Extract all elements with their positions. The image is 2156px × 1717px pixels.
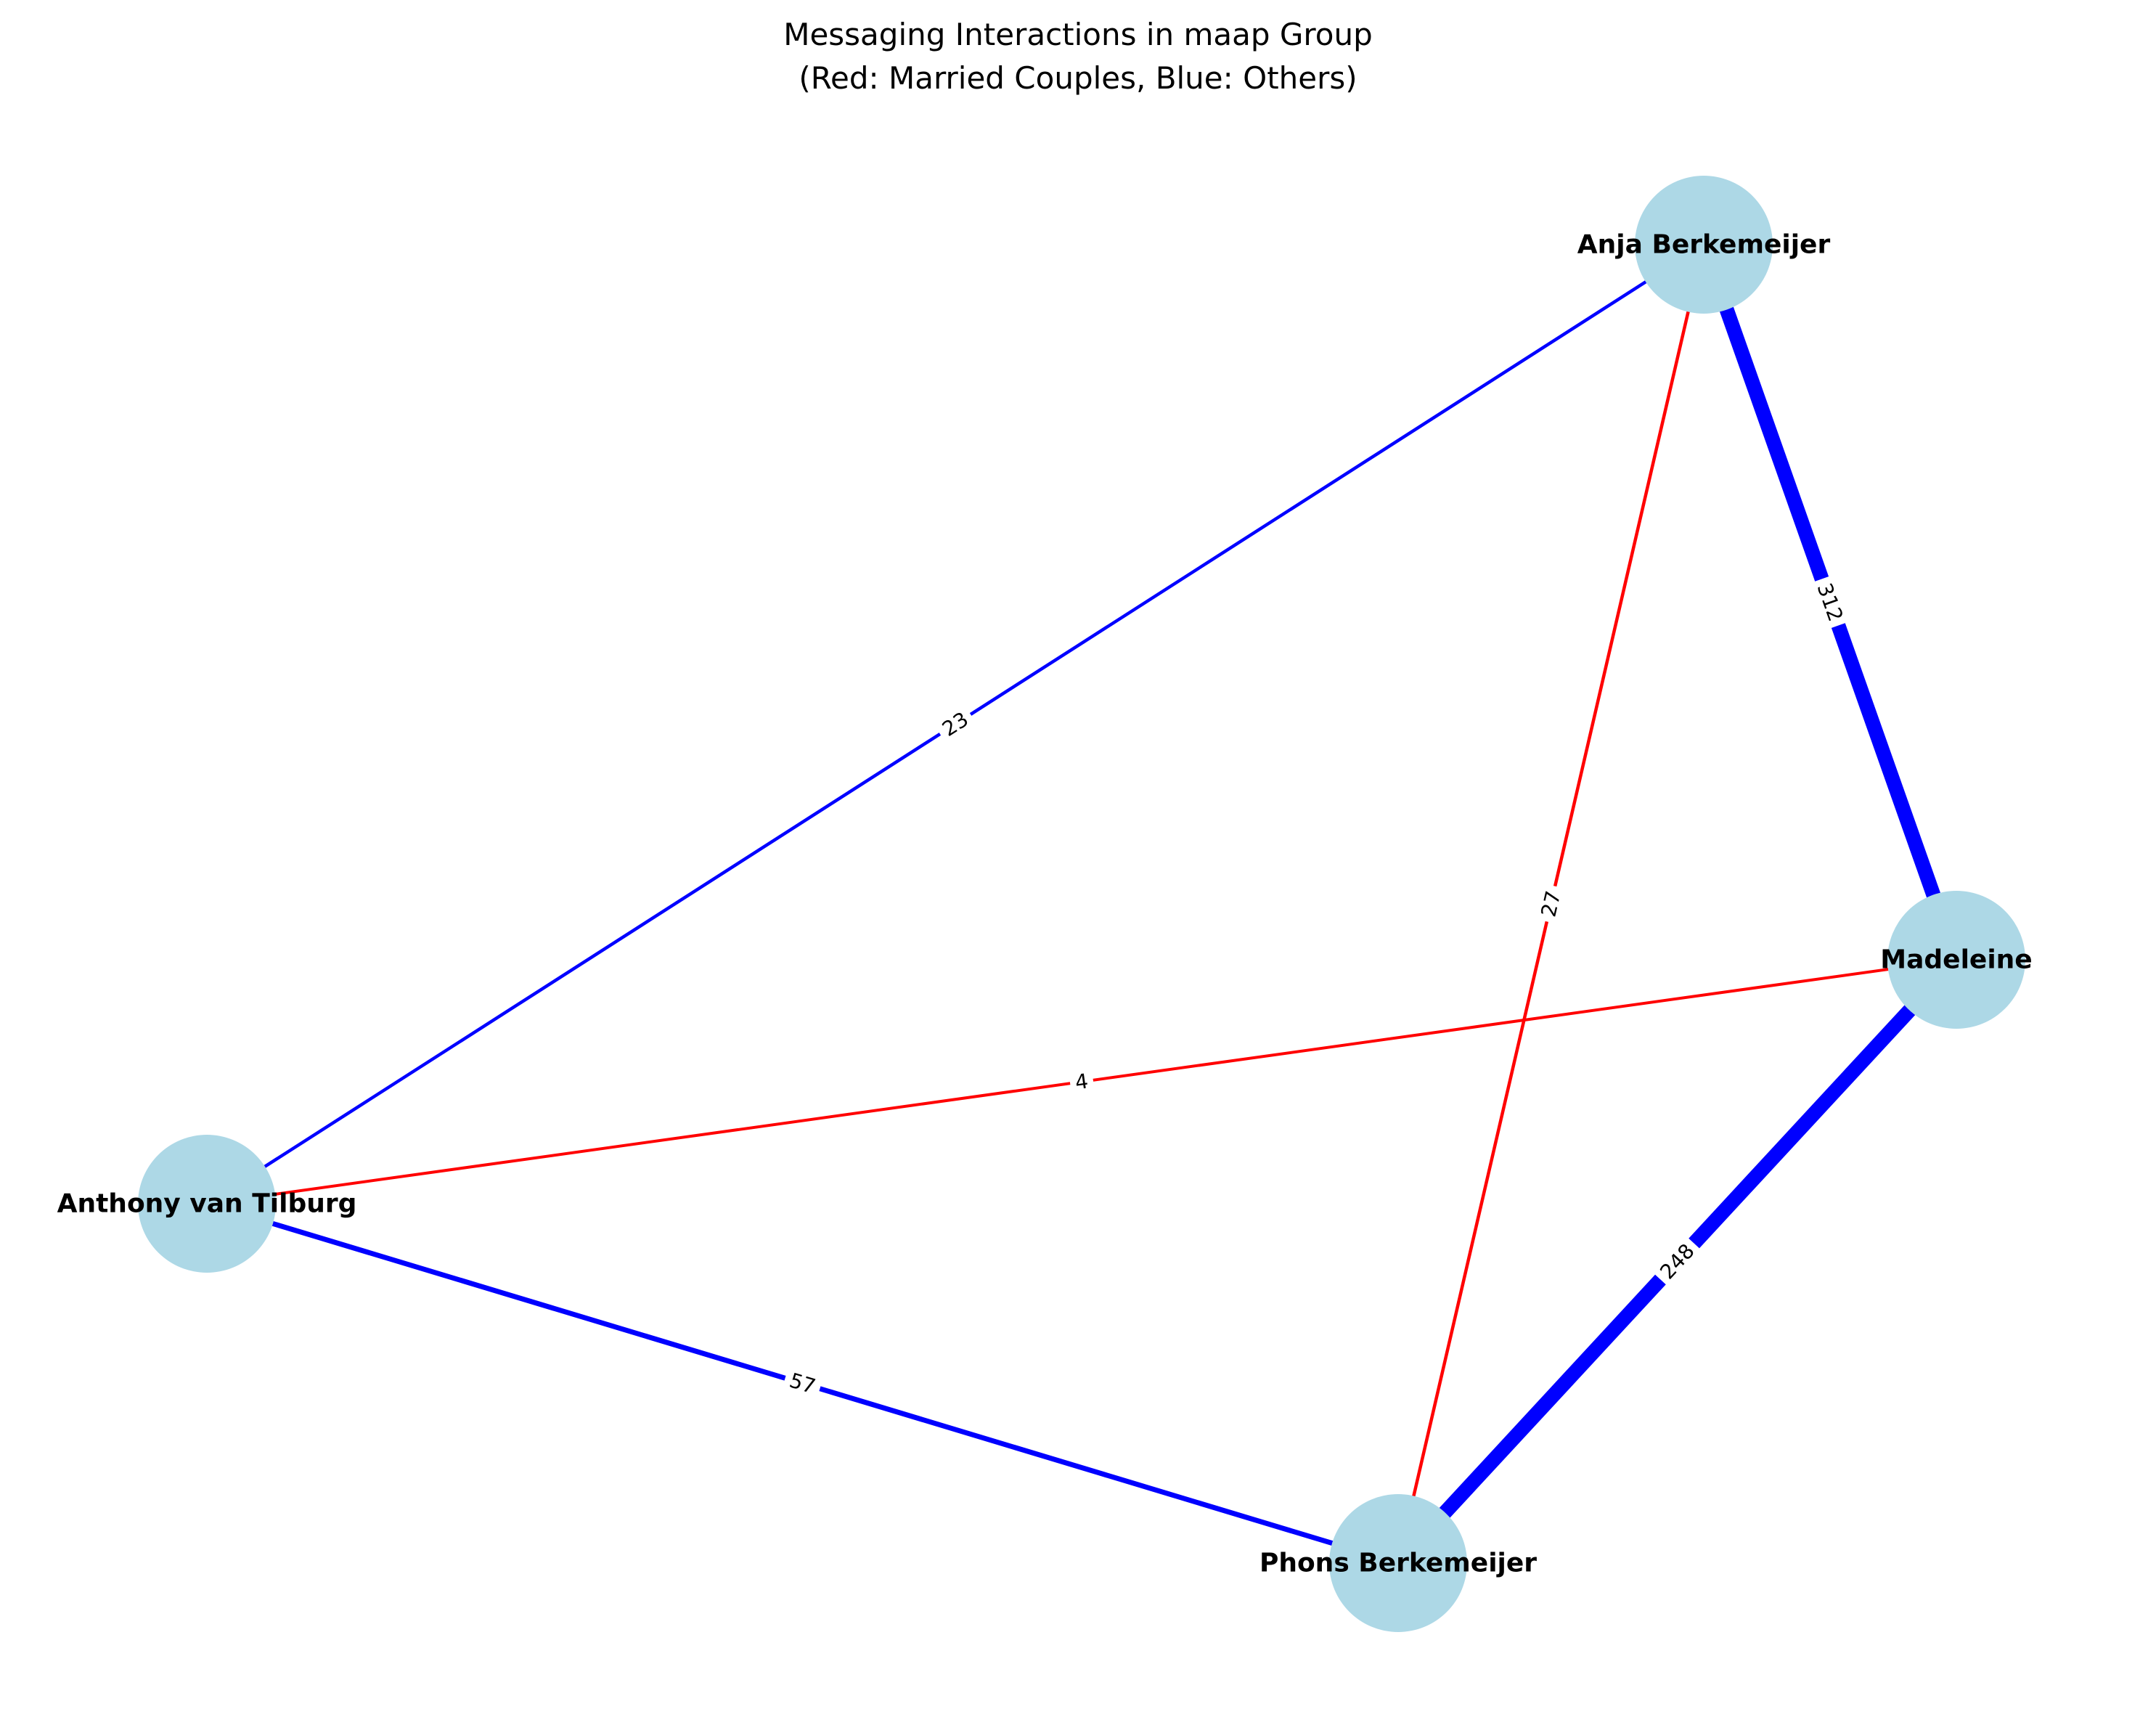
node-phons: [1329, 1494, 1467, 1632]
edge-label-background: [1649, 1233, 1705, 1290]
node-label-anthony: Anthony van Tilburg: [57, 1189, 357, 1219]
node-anja: [1635, 176, 1773, 314]
node-madeleine: [1887, 891, 2025, 1029]
nodes-layer: [138, 176, 2025, 1632]
edge-count-label: 312: [1813, 580, 1848, 624]
edge-label-background: [1068, 1065, 1095, 1098]
edge-count-label: 27: [1536, 889, 1565, 919]
edge-count-label: 4: [1074, 1069, 1090, 1094]
node-label-anja: Anja Berkemeijer: [1577, 230, 1831, 260]
node-label-phons: Phons Berkemeijer: [1259, 1549, 1537, 1578]
node-anthony: [138, 1135, 276, 1273]
edge-label-anthony-phons: 57: [780, 1364, 825, 1403]
edge-label-background: [780, 1364, 825, 1403]
edge-label-anja-madeleine: 312: [1808, 574, 1853, 631]
edge-label-background: [1808, 574, 1853, 631]
diagram-subtitle: (Red: Married Couples, Blue: Others): [799, 60, 1357, 96]
edge-label-anja-anthony: 23: [932, 702, 979, 746]
edge-label-anja-phons: 27: [1532, 883, 1569, 925]
edge-label-background: [1532, 883, 1569, 925]
edge-label-background: [932, 702, 979, 746]
diagram-title: Messaging Interactions in maap Group: [783, 17, 1373, 52]
edge-label-anthony-madeleine: 4: [1068, 1065, 1095, 1098]
node-label-madeleine: Madeleine: [1880, 945, 2032, 975]
